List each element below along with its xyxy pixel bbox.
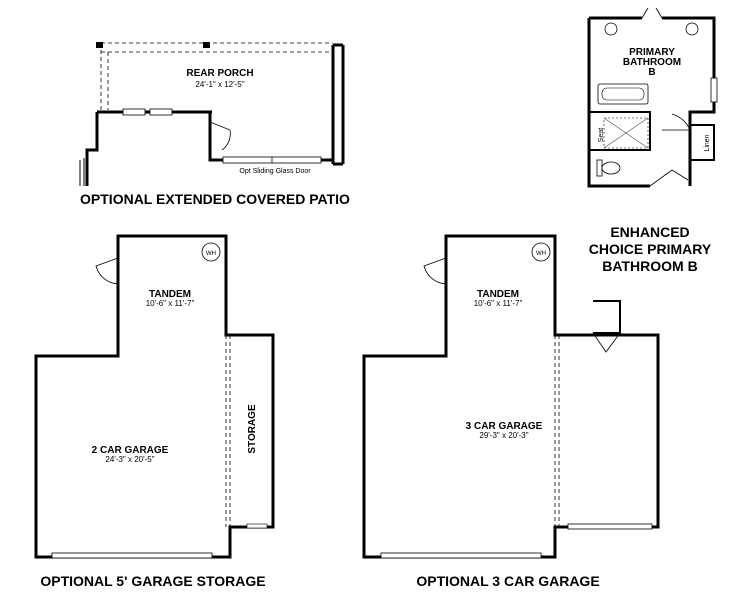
porch-room-name: REAR PORCH	[186, 68, 253, 79]
porch-post	[96, 42, 103, 48]
garage-outer-wall	[34, 234, 275, 559]
sliding-door-label: Opt Sliding Glass Door	[239, 168, 311, 175]
storage-label: STORAGE	[247, 404, 258, 454]
bath-entry-door	[641, 7, 663, 19]
house-wall-detail	[79, 158, 85, 186]
window	[122, 108, 146, 116]
porch-dashed-outline	[100, 42, 333, 110]
tandem-room-dims: 10'-6" x 11'-7"	[474, 299, 523, 308]
sink-icon	[604, 22, 618, 36]
water-heater-label: WH	[206, 251, 216, 257]
garage-door	[380, 552, 542, 559]
door-swing	[95, 257, 119, 285]
bath-room-line1: PRIMARY	[629, 47, 675, 58]
seat-label: Seat	[598, 128, 605, 142]
tandem-room-name: TANDEM	[477, 289, 519, 300]
linen-closet	[690, 124, 715, 161]
three-car-caption: OPTIONAL 3 CAR GARAGE	[416, 573, 599, 589]
bath-room-line3: B	[648, 67, 655, 78]
window	[149, 108, 173, 116]
water-heater-icon	[201, 242, 221, 262]
house-inner-wall	[208, 112, 333, 162]
porch-room-dims: 24'-1" x 12'-5"	[195, 80, 244, 89]
storage-caption: OPTIONAL 5' GARAGE STORAGE	[40, 573, 265, 589]
garage-room-dims: 24'-3" x 20'-5"	[105, 455, 154, 464]
water-heater-icon	[531, 242, 551, 262]
garage-storage-plan: WH TANDEM 10'-6" x 11'-7" 2 CAR GARAGE 2…	[34, 234, 275, 589]
garage-door	[51, 552, 213, 559]
bath-outer-wall	[587, 16, 716, 188]
water-heater-label: WH	[536, 251, 546, 257]
porch-right-wall	[331, 43, 345, 164]
bath-caption-line2: CHOICE PRIMARY	[589, 241, 712, 257]
garage-room-name: 3 CAR GARAGE	[466, 421, 543, 432]
sink-icon	[685, 22, 699, 36]
patio-plan: REAR PORCH 24'-1" x 12'-5" Opt Sliding G…	[79, 42, 350, 207]
three-car-garage-plan: WH TANDEM 10'-6" x 11'-7" 3 CAR GARAGE 2…	[362, 234, 660, 589]
door-swing	[662, 113, 691, 131]
tandem-room-name: TANDEM	[149, 289, 191, 300]
window	[710, 77, 718, 103]
door-swing	[592, 332, 621, 353]
toilet-icon	[601, 161, 621, 175]
bathroom-plan: PRIMARY BATHROOM B Seat Linen ENHANCED C…	[587, 7, 718, 274]
patio-caption: OPTIONAL EXTENDED COVERED PATIO	[80, 191, 350, 207]
garage-outer-wall	[362, 234, 660, 559]
linen-label: Linen	[704, 134, 711, 151]
door-swing	[209, 121, 231, 151]
bathtub-icon	[597, 83, 649, 105]
storage-door	[246, 523, 268, 529]
door-swing	[649, 169, 689, 187]
storage-partition	[225, 335, 231, 527]
porch-post	[203, 42, 210, 48]
side-entry-frame	[593, 300, 621, 334]
bath-caption-line3: BATHROOM B	[602, 258, 697, 274]
tandem-room-dims: 10'-6" x 11'-7"	[146, 299, 195, 308]
door-swing	[423, 257, 447, 285]
garage-room-name: 2 CAR GARAGE	[92, 445, 169, 456]
garage-partition	[554, 335, 560, 527]
toilet-tank	[596, 159, 603, 177]
garage-door	[567, 523, 653, 530]
bath-caption-line1: ENHANCED	[610, 224, 689, 240]
bath-room-line2: BATHROOM	[623, 57, 681, 68]
garage-room-dims: 29'-3" x 20'-3"	[479, 431, 528, 440]
shower-wall	[589, 111, 651, 151]
house-left-wall	[85, 112, 99, 186]
